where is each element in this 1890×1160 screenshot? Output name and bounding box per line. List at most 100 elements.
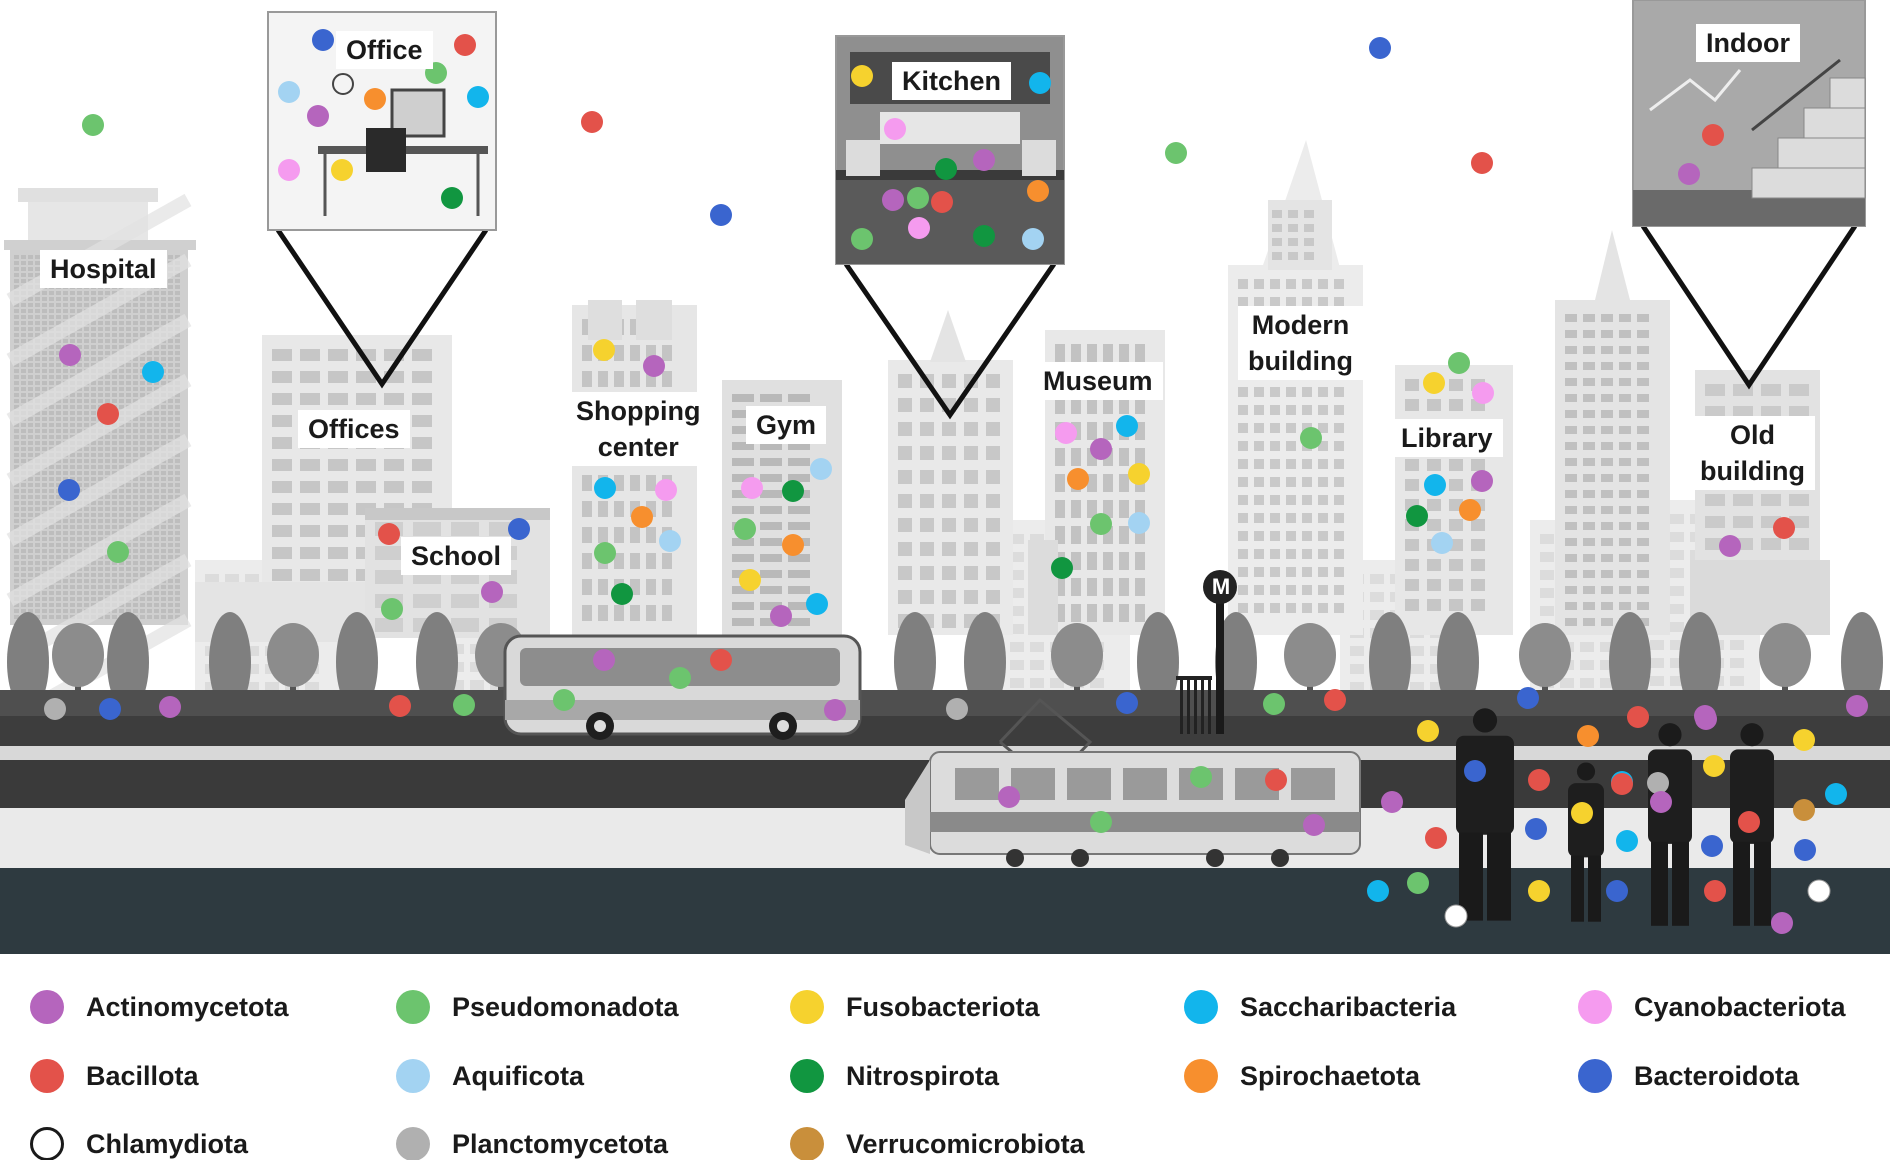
label-kitchen: Kitchen [892,62,1012,100]
dot-fusobacteriota [1128,463,1150,485]
dot-bacillota [1324,689,1346,711]
dot-chlamydiota [1807,879,1831,903]
legend-swatch-planctomycetota [396,1127,430,1160]
legend-item-saccharibacteria: Saccharibacteria [1184,990,1456,1024]
pedestrians [1456,708,1774,926]
dot-nitrospirota [1051,557,1073,579]
dot-pseudomonadota [1090,513,1112,535]
dot-pseudomonadota [1300,427,1322,449]
legend-swatch-pseudomonadota [396,990,430,1024]
dot-actinomycetota [481,581,503,603]
tree [107,612,149,712]
tree [894,612,936,712]
dot-saccharibacteria [1616,830,1638,852]
dot-actinomycetota [1695,708,1717,730]
dot-bacillota [931,191,953,213]
microbe-dots [44,29,1868,934]
label-gym: Gym [746,406,827,444]
tree [1051,623,1103,710]
dot-aquificota [1022,228,1044,250]
dot-actinomycetota [770,605,792,627]
dot-actinomycetota [882,189,904,211]
dot-actinomycetota [1381,791,1403,813]
dot-actinomycetota [1719,535,1741,557]
dot-bacillota [1425,827,1447,849]
dot-fusobacteriota [593,339,615,361]
dot-actinomycetota [593,649,615,671]
legend-swatch-spirochaetota [1184,1059,1218,1093]
legend-item-chlamydiota: Chlamydiota [30,1127,248,1160]
dot-pseudomonadota [1407,872,1429,894]
dot-nitrospirota [1406,505,1428,527]
legend-swatch-bacillota [30,1059,64,1093]
tree [964,612,1006,712]
dot-aquificota [278,81,300,103]
dot-bacillota [378,523,400,545]
legend-label-verrucomicrobiota: Verrucomicrobiota [846,1128,1085,1159]
dot-saccharibacteria [594,477,616,499]
legend-swatch-verrucomicrobiota [790,1127,824,1160]
dot-pseudomonadota [381,598,403,620]
dot-fusobacteriota [331,159,353,181]
dot-aquificota [1128,512,1150,534]
dot-cyanobacteriota [655,479,677,501]
tree [416,612,458,712]
tree [1369,612,1411,712]
dot-spirochaetota [364,88,386,110]
tree [1437,612,1479,712]
dot-cyanobacteriota [278,159,300,181]
dot-bacteroidota [1794,839,1816,861]
dot-bacteroidota [1464,760,1486,782]
dot-fusobacteriota [739,569,761,591]
dot-fusobacteriota [1528,880,1550,902]
legend-label-nitrospirota: Nitrospirota [846,1060,1000,1091]
dot-bacillota [1528,769,1550,791]
dot-cyanobacteriota [741,477,763,499]
dot-saccharibacteria [1825,783,1847,805]
tree [52,623,104,710]
label-school: School [401,537,512,575]
tree [1841,612,1883,712]
old-building-base [1690,560,1830,635]
legend-label-bacteroidota: Bacteroidota [1634,1060,1800,1091]
road-dark [0,868,1890,954]
museum-annex [1028,540,1058,635]
dot-fusobacteriota [1793,729,1815,751]
dot-bacillota [1265,769,1287,791]
legend-label-actinomycetota: Actinomycetota [86,991,289,1022]
dot-bacillota [1627,706,1649,728]
dot-cyanobacteriota [1472,382,1494,404]
pedestrian-woman-2 [1730,723,1774,926]
legend-label-pseudomonadota: Pseudomonadota [452,991,679,1022]
ground-strip [0,690,1890,716]
dot-pseudomonadota [1448,352,1470,374]
dot-actinomycetota [998,786,1020,808]
dot-nitrospirota [782,480,804,502]
dot-bacillota [389,695,411,717]
dot-pseudomonadota [1090,811,1112,833]
dot-bacillota [1704,880,1726,902]
legend-swatch-chlamydiota [30,1127,64,1160]
legend-label-chlamydiota: Chlamydiota [86,1128,249,1159]
tree [7,612,49,712]
dot-nitrospirota [935,158,957,180]
dot-actinomycetota [1090,438,1112,460]
tree [1519,623,1571,710]
legend-item-actinomycetota: Actinomycetota [30,990,289,1024]
dot-pseudomonadota [734,518,756,540]
dot-bacteroidota [1606,880,1628,902]
dot-bacteroidota [58,479,80,501]
dot-aquificota [810,458,832,480]
legend-label-saccharibacteria: Saccharibacteria [1240,991,1457,1022]
legend-swatch-saccharibacteria [1184,990,1218,1024]
dot-pseudomonadota [1263,693,1285,715]
dot-bacteroidota [1517,687,1539,709]
dot-spirochaetota [1577,725,1599,747]
label-hospital: Hospital [40,250,167,288]
dot-bacillota [1738,811,1760,833]
dot-actinomycetota [1678,163,1700,185]
dot-actinomycetota [824,699,846,721]
dot-saccharibacteria [1367,880,1389,902]
